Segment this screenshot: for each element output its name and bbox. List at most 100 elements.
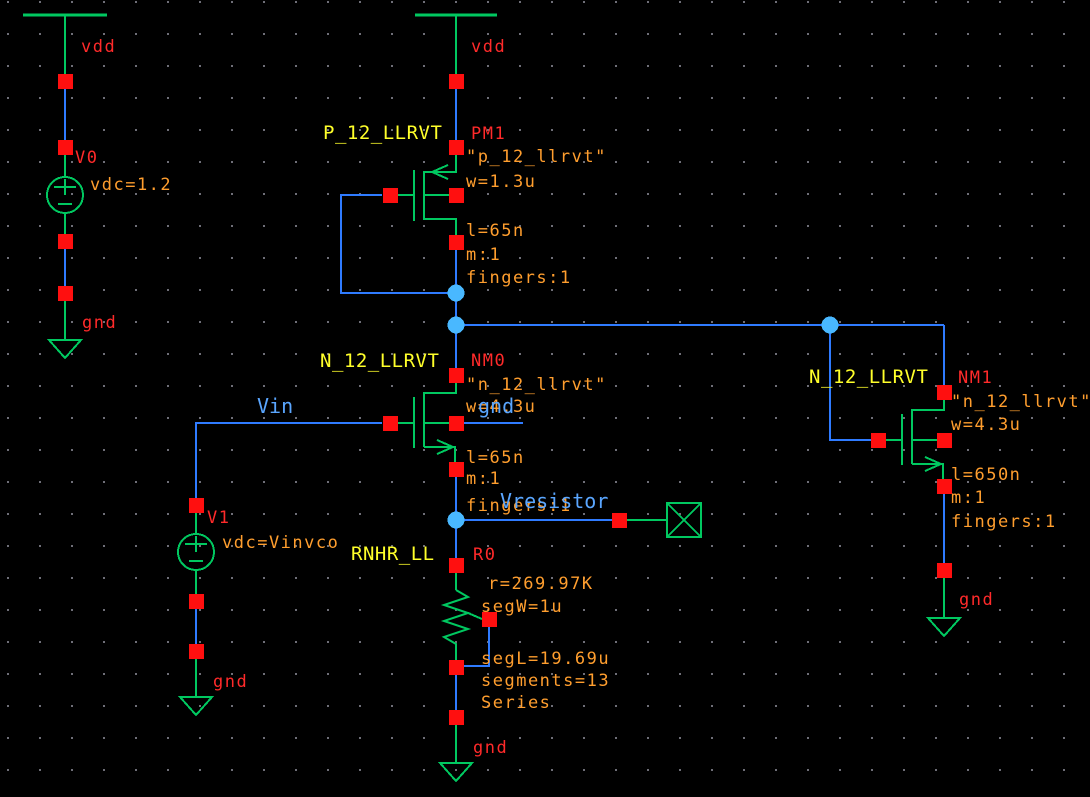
property-nm0-w: w=4.3u xyxy=(466,397,536,417)
nm1-source-arrow xyxy=(924,463,942,472)
gnd-symbol-v0[interactable] xyxy=(46,293,84,360)
pin-square-pm1-gate[interactable] xyxy=(383,188,398,203)
nmos-nm0-symbol[interactable] xyxy=(398,375,457,469)
property-r0-r: r=269.97K xyxy=(488,574,594,594)
property-r0-segl: segL=19.69u xyxy=(481,649,610,669)
pin-square-nm1-source[interactable] xyxy=(937,479,952,494)
property-pm1-model: "p_12_llrvt" xyxy=(466,147,607,167)
solder-dot[interactable] xyxy=(447,284,465,302)
nm0-source-arrow xyxy=(436,446,454,455)
labels: vdd V0 vdc=1.2 gnd vdd P_12_LLRVT PM1 "p… xyxy=(75,37,1090,758)
pin-square[interactable] xyxy=(189,594,204,609)
nm0-source-lead xyxy=(424,446,456,469)
nm1-source-lead xyxy=(912,463,944,486)
property-r0-series: Series xyxy=(481,693,551,713)
property-nm1-model: "n_12_llrvt" xyxy=(951,392,1090,412)
instance-name-pm1: PM1 xyxy=(471,124,506,144)
pin-box-x xyxy=(666,502,702,538)
pin-square[interactable] xyxy=(58,140,73,155)
io-pin-vresistor[interactable] xyxy=(620,502,702,538)
pin-square-r0-bottom[interactable] xyxy=(449,660,464,675)
gnd-triangle xyxy=(177,696,215,717)
property-pm1-w: w=1.3u xyxy=(466,172,536,192)
pin-box[interactable] xyxy=(666,502,702,538)
pm1-source-arrow xyxy=(431,171,449,180)
pin-square-nm0-drain[interactable] xyxy=(449,368,464,383)
property-nm1-m: m:1 xyxy=(951,488,986,508)
pin-square-nm1-bulk[interactable] xyxy=(937,433,952,448)
solder-dot[interactable] xyxy=(821,316,839,334)
vdd-rail-symbol-pm1[interactable] xyxy=(415,13,497,81)
instance-name-v0: V0 xyxy=(75,148,98,168)
solder-dot[interactable] xyxy=(447,316,465,334)
cell-name-nm1: N_12_LLRVT xyxy=(809,366,928,388)
nmos-nm1-symbol[interactable] xyxy=(886,392,945,486)
wire-r0-tap[interactable] xyxy=(456,626,490,667)
property-nm1-w: w=4.3u xyxy=(951,415,1021,435)
gnd-triangle xyxy=(437,762,475,783)
property-v1-vdc: vdc=Vinvco xyxy=(222,533,339,553)
instance-name-v1: V1 xyxy=(207,508,230,528)
cell-name-nm0: N_12_LLRVT xyxy=(320,350,439,372)
property-v0-vdc: vdc=1.2 xyxy=(90,175,172,195)
pin-square[interactable] xyxy=(449,710,464,725)
pin-square[interactable] xyxy=(58,234,73,249)
pin-square[interactable] xyxy=(189,498,204,513)
pin-square-nm0-bulk[interactable] xyxy=(449,416,464,431)
pin-square-vresistor[interactable] xyxy=(612,513,627,528)
r0-tap-stub xyxy=(467,612,483,620)
gnd-symbol-nm1[interactable] xyxy=(925,570,963,638)
net-label-gnd-v1: gnd xyxy=(213,672,248,692)
net-label-nm0-bulk-gnd[interactable]: gnd xyxy=(478,394,514,418)
vdd-rail-symbol-left[interactable] xyxy=(23,13,107,81)
gnd-symbol-v1[interactable] xyxy=(177,651,215,717)
pin-square-nm1-drain[interactable] xyxy=(937,385,952,400)
property-nm1-fingers: fingers:1 xyxy=(951,512,1057,532)
pin-square-nm0-source[interactable] xyxy=(449,462,464,477)
pin-square-nm1-gate[interactable] xyxy=(871,433,886,448)
property-nm0-model: "n_12_llrvt" xyxy=(466,375,607,395)
r0-zigzag[interactable] xyxy=(440,589,472,667)
pin-square-r0-tap[interactable] xyxy=(482,612,497,627)
instance-pins xyxy=(58,74,952,725)
nm0-source-arrow xyxy=(436,439,454,448)
gnd-symbol-r0[interactable] xyxy=(437,717,475,783)
property-r0-segw: segW=1u xyxy=(481,597,563,617)
nm1-source-arrow xyxy=(924,456,942,465)
pin-square-nm0-gate[interactable] xyxy=(383,416,398,431)
grid-dots xyxy=(7,1,1065,771)
resistor-r0-symbol[interactable] xyxy=(440,565,483,667)
solder-dot[interactable] xyxy=(447,511,465,529)
pmos-pm1-symbol[interactable] xyxy=(398,147,457,242)
pin-square-pm1-bulk[interactable] xyxy=(449,188,464,203)
vdc-source-v1-symbol[interactable] xyxy=(177,505,215,601)
wire-nm1-gate-loop[interactable] xyxy=(829,325,871,441)
pin-square[interactable] xyxy=(58,286,73,301)
gnd-triangle xyxy=(925,617,963,638)
solder-dots xyxy=(447,284,839,529)
pin-square-r0-top[interactable] xyxy=(449,558,464,573)
pin-square[interactable] xyxy=(58,74,73,89)
property-r0-segments: segments=13 xyxy=(481,671,610,691)
net-label-vdd-v0: vdd xyxy=(81,37,116,57)
pin-square[interactable] xyxy=(189,644,204,659)
cell-name-r0: RNHR_LL xyxy=(351,543,435,565)
net-label-gnd-r0: gnd xyxy=(473,738,508,758)
wire-vin[interactable] xyxy=(195,422,382,505)
wire-pm1-gate-loop[interactable] xyxy=(340,194,456,294)
instance-name-r0: R0 xyxy=(473,545,496,565)
net-label-vresistor[interactable]: Vresistor xyxy=(500,489,608,513)
property-pm1-l: l=65n xyxy=(466,221,525,241)
property-pm1-m: m:1 xyxy=(466,245,501,265)
pin-square[interactable] xyxy=(449,140,464,155)
pin-square[interactable] xyxy=(937,563,952,578)
cell-name-pm1: P_12_LLRVT xyxy=(323,122,442,144)
pin-square[interactable] xyxy=(449,74,464,89)
pin-square-pm1-drain[interactable] xyxy=(449,235,464,250)
pm1-source-lead xyxy=(424,147,457,173)
property-pm1-fingers: fingers:1 xyxy=(466,268,572,288)
net-label-vin[interactable]: Vin xyxy=(257,394,293,418)
net-label-vdd-pm1: vdd xyxy=(471,37,506,57)
wires xyxy=(64,81,945,717)
